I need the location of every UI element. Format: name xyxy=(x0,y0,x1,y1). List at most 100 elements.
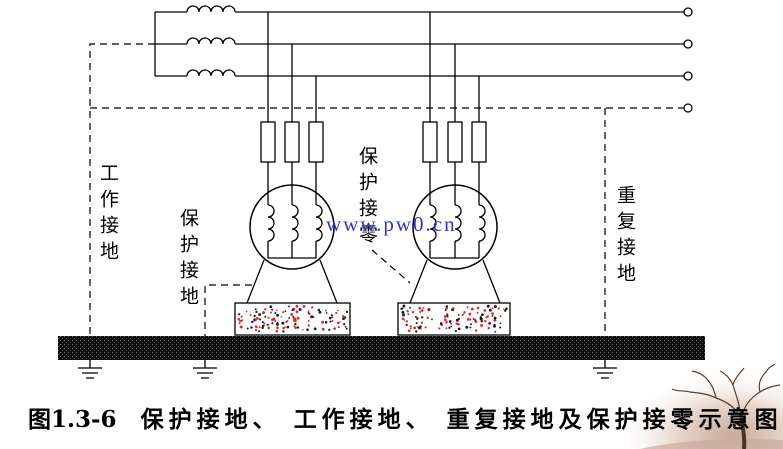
base-speckle-dot xyxy=(409,325,412,328)
base-speckle-dot xyxy=(411,311,415,314)
figure-number: 图1.3-6 xyxy=(28,406,117,433)
base-speckle-dot xyxy=(276,313,280,317)
base-speckle-dot xyxy=(256,317,259,320)
base-speckle-dot xyxy=(421,316,424,319)
neutral-terminal xyxy=(683,103,693,113)
base-speckle-dot xyxy=(407,313,410,315)
base-speckle-dot xyxy=(466,306,469,309)
base-speckle-dot xyxy=(406,310,409,313)
phase-line-3 xyxy=(155,69,693,81)
motor-1-winding-2 xyxy=(291,204,299,242)
base-speckle-dot xyxy=(330,314,333,317)
base-speckle-dot xyxy=(307,324,310,327)
base-speckle-dot xyxy=(276,322,279,326)
protective-zero-wire xyxy=(371,249,411,284)
base-speckle-dot xyxy=(457,327,461,331)
base-speckle-dot xyxy=(428,308,431,311)
base-speckle-dot xyxy=(313,327,317,331)
base-speckle-dot xyxy=(416,316,419,319)
tree-decoration-image xyxy=(625,360,783,449)
base-speckle-dot xyxy=(415,322,418,325)
motor-2-supply-wires xyxy=(429,12,480,122)
base-speckle-dot xyxy=(239,325,243,329)
base-speckle-dot xyxy=(457,314,460,316)
base-speckle-dot xyxy=(258,326,261,329)
base-speckle-dot xyxy=(240,315,243,318)
base-speckle-dot xyxy=(446,315,449,318)
base-speckle-dot xyxy=(505,307,508,311)
base-speckle-dot xyxy=(343,322,346,326)
base-speckle-dot xyxy=(258,313,262,316)
terminal-1 xyxy=(683,7,693,17)
base-speckle-dot xyxy=(271,322,274,325)
base-speckle-dot xyxy=(281,321,285,325)
base-speckle-dot xyxy=(325,312,328,314)
base-speckle-dot xyxy=(307,312,310,314)
base-speckle-dot xyxy=(420,328,422,330)
base-speckle-dot xyxy=(488,322,491,325)
base-speckle-dot xyxy=(295,304,299,308)
motor-1-housing xyxy=(249,184,335,270)
base-speckle-dot xyxy=(344,325,347,328)
base-speckle-dot xyxy=(418,306,422,310)
base-speckle-dot xyxy=(480,324,484,327)
base-speckle-dot xyxy=(469,326,472,329)
motor-2-fuse-1 xyxy=(422,121,438,163)
base-speckle-dot xyxy=(486,315,490,318)
protective-ground-wire xyxy=(204,284,252,336)
base-speckle-dot xyxy=(476,306,480,310)
base-speckle-dot xyxy=(324,309,327,312)
base-speckle-dot xyxy=(292,318,296,322)
base-speckle-dot xyxy=(310,306,314,309)
base-speckle-dot xyxy=(443,318,447,322)
base-speckle-dot xyxy=(493,305,497,309)
base-speckle-dot xyxy=(246,327,249,330)
base-speckle-dot xyxy=(493,316,497,320)
base-speckle-dot xyxy=(331,316,334,319)
base-speckle-dot xyxy=(266,323,269,326)
base-speckle-dot xyxy=(502,308,505,311)
base-speckle-dot xyxy=(455,318,459,322)
base-speckle-dot xyxy=(470,323,472,326)
base-speckle-dot xyxy=(237,317,241,321)
base-speckle-dot xyxy=(276,326,279,330)
base-speckle-dot xyxy=(499,315,502,318)
base-speckle-dot xyxy=(310,315,314,319)
base-speckle-dot xyxy=(254,308,257,311)
watermark-text: www.pw0.cn xyxy=(326,212,457,236)
base-speckle-dot xyxy=(288,317,291,320)
base-speckle-dot xyxy=(413,326,416,330)
base-speckle-dot xyxy=(318,310,322,314)
motor-2-winding-1 xyxy=(429,204,437,242)
base-speckle-dot xyxy=(461,313,464,316)
motor-1-winding-1 xyxy=(267,204,275,242)
motor-2-legs xyxy=(409,259,501,304)
base-speckle-dot xyxy=(402,313,406,317)
tree-glow xyxy=(625,360,783,449)
motor-2-winding-2 xyxy=(454,204,462,242)
base-speckle-dot xyxy=(403,319,406,321)
base-speckle-dot xyxy=(276,321,279,324)
base-speckle-dot xyxy=(497,307,500,310)
base-speckle-dot xyxy=(450,322,453,325)
base-speckle-dot xyxy=(409,306,411,309)
base-speckle-dot xyxy=(295,310,299,314)
base-speckle-dot xyxy=(342,314,345,318)
base-speckle-dot xyxy=(418,326,421,330)
base-speckle-dot xyxy=(420,309,424,312)
base-speckle-dot xyxy=(302,304,306,308)
motor-2-fuse-3 xyxy=(471,121,487,163)
base-speckle-dot xyxy=(258,330,261,333)
base-speckle-dot xyxy=(480,317,483,320)
base-speckle-dot xyxy=(306,328,309,331)
base-speckle-dot xyxy=(328,316,332,320)
base-speckle-dot xyxy=(275,329,279,333)
base-speckle-dot xyxy=(504,309,507,312)
base-speckle-dot xyxy=(307,310,310,313)
base-speckle-dot xyxy=(262,311,265,315)
ground-symbol-working xyxy=(78,360,102,379)
base-speckle-dot xyxy=(345,327,348,330)
